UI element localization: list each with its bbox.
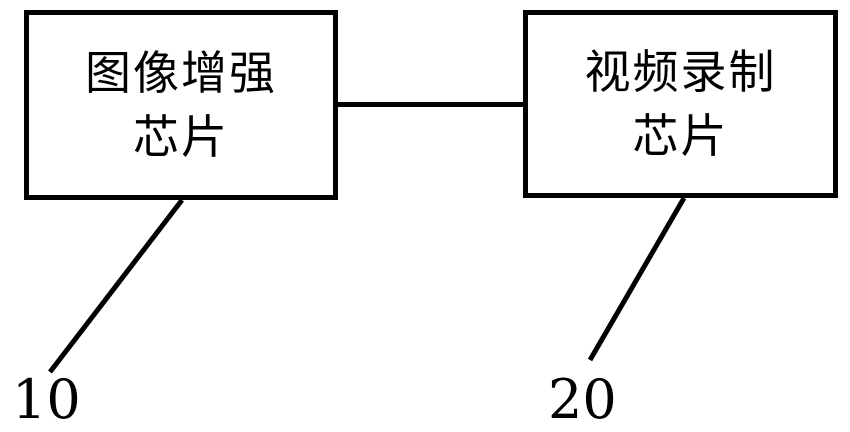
block-image-enhancement-chip-label-line-1: 图像增强 [85,46,277,100]
block-video-recording-chip[interactable]: 视频录制 芯片 [523,10,838,198]
reference-numeral-10: 10 [12,368,81,431]
reference-numeral-20: 20 [548,368,617,431]
block-video-recording-chip-label-line-1: 视频录制 [584,45,777,99]
block-image-enhancement-chip-label-line-2: 芯片 [133,110,229,164]
leader-line-10 [48,198,184,374]
leader-line-20 [587,196,687,362]
connector-line-image-to-video [334,102,527,107]
block-video-recording-chip-label-line-2: 芯片 [632,109,729,163]
block-image-enhancement-chip[interactable]: 图像增强 芯片 [24,10,338,200]
